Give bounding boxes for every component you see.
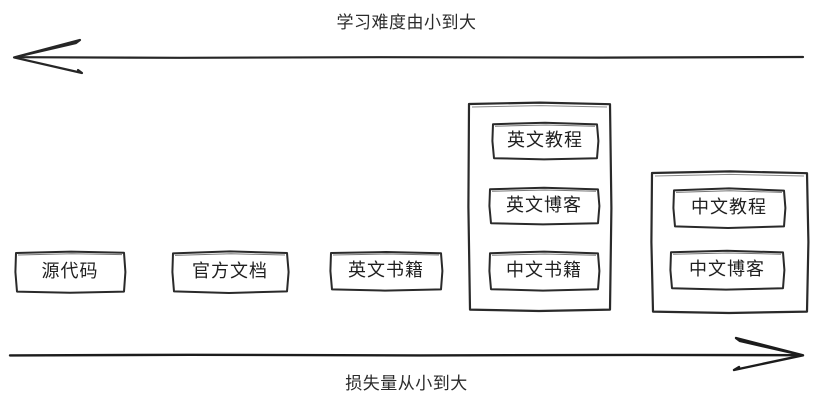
node-box-chinese-tutorial[interactable] (672, 187, 787, 229)
node-label-english-blog: 英文博客 (506, 195, 582, 216)
node-label-english-tutorial: 英文教程 (507, 130, 583, 151)
node-box-source-code[interactable] (14, 250, 127, 294)
node-label-chinese-books: 中文书籍 (506, 260, 582, 281)
difficulty-axis-arrow (12, 38, 805, 75)
node-label-official-docs: 官方文档 (192, 261, 268, 282)
node-box-english-tutorial[interactable] (491, 121, 600, 161)
loss-axis-label: 损失量从小到大 (345, 374, 468, 394)
node-label-english-books: 英文书籍 (348, 260, 424, 281)
node-label-chinese-tutorial: 中文教程 (691, 197, 767, 218)
node-box-chinese-blog[interactable] (669, 249, 786, 291)
node-box-english-books[interactable] (329, 251, 444, 292)
node-label-chinese-blog: 中文博客 (689, 259, 765, 280)
node-label-source-code: 源代码 (41, 261, 99, 282)
node-box-english-blog[interactable] (488, 186, 601, 226)
loss-axis-arrow (8, 336, 805, 372)
node-box-official-docs[interactable] (171, 250, 290, 294)
node-box-chinese-books[interactable] (488, 250, 601, 292)
difficulty-axis-label: 学习难度由小到大 (336, 13, 477, 33)
